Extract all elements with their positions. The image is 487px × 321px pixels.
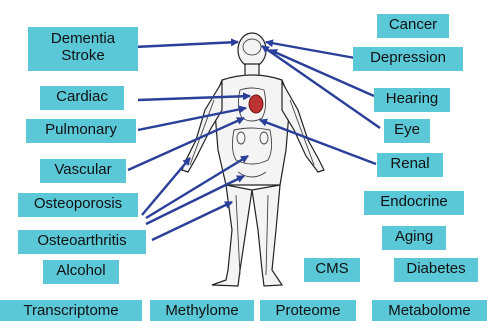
label-metabolome: Metabolome xyxy=(372,300,487,321)
arrow-cardiac xyxy=(138,96,250,100)
label-cancer: Cancer xyxy=(377,14,449,38)
label-hearing: Hearing xyxy=(374,88,450,112)
label-eye: Eye xyxy=(384,119,430,143)
arrow-osteoarthritis-1 xyxy=(146,176,244,224)
label-cms: CMS xyxy=(304,258,360,282)
label-cardiac: Cardiac xyxy=(40,86,124,110)
label-alcohol: Alcohol xyxy=(43,260,119,284)
label-stroke-text: Stroke xyxy=(32,47,134,64)
label-dementia-stroke: Dementia Stroke xyxy=(28,27,138,71)
label-dementia-text: Dementia xyxy=(32,30,134,47)
label-osteoporosis: Osteoporosis xyxy=(18,193,138,217)
label-aging: Aging xyxy=(382,226,446,250)
arrow-pulmonary xyxy=(138,108,246,130)
label-methylome: Methylome xyxy=(150,300,254,321)
label-endocrine: Endocrine xyxy=(364,191,464,215)
arrow-dementia-stroke xyxy=(134,42,238,47)
arrow-osteoporosis-2 xyxy=(146,156,248,218)
arrow-renal xyxy=(260,120,376,164)
label-transcriptome: Transcriptome xyxy=(0,300,142,321)
arrow-depression xyxy=(266,42,355,58)
label-depression: Depression xyxy=(353,47,463,71)
label-renal: Renal xyxy=(377,153,443,177)
label-diabetes: Diabetes xyxy=(394,258,478,282)
label-pulmonary: Pulmonary xyxy=(26,119,136,143)
label-proteome: Proteome xyxy=(260,300,356,321)
label-vascular: Vascular xyxy=(40,159,126,183)
label-osteoarthritis: Osteoarthritis xyxy=(18,230,146,254)
